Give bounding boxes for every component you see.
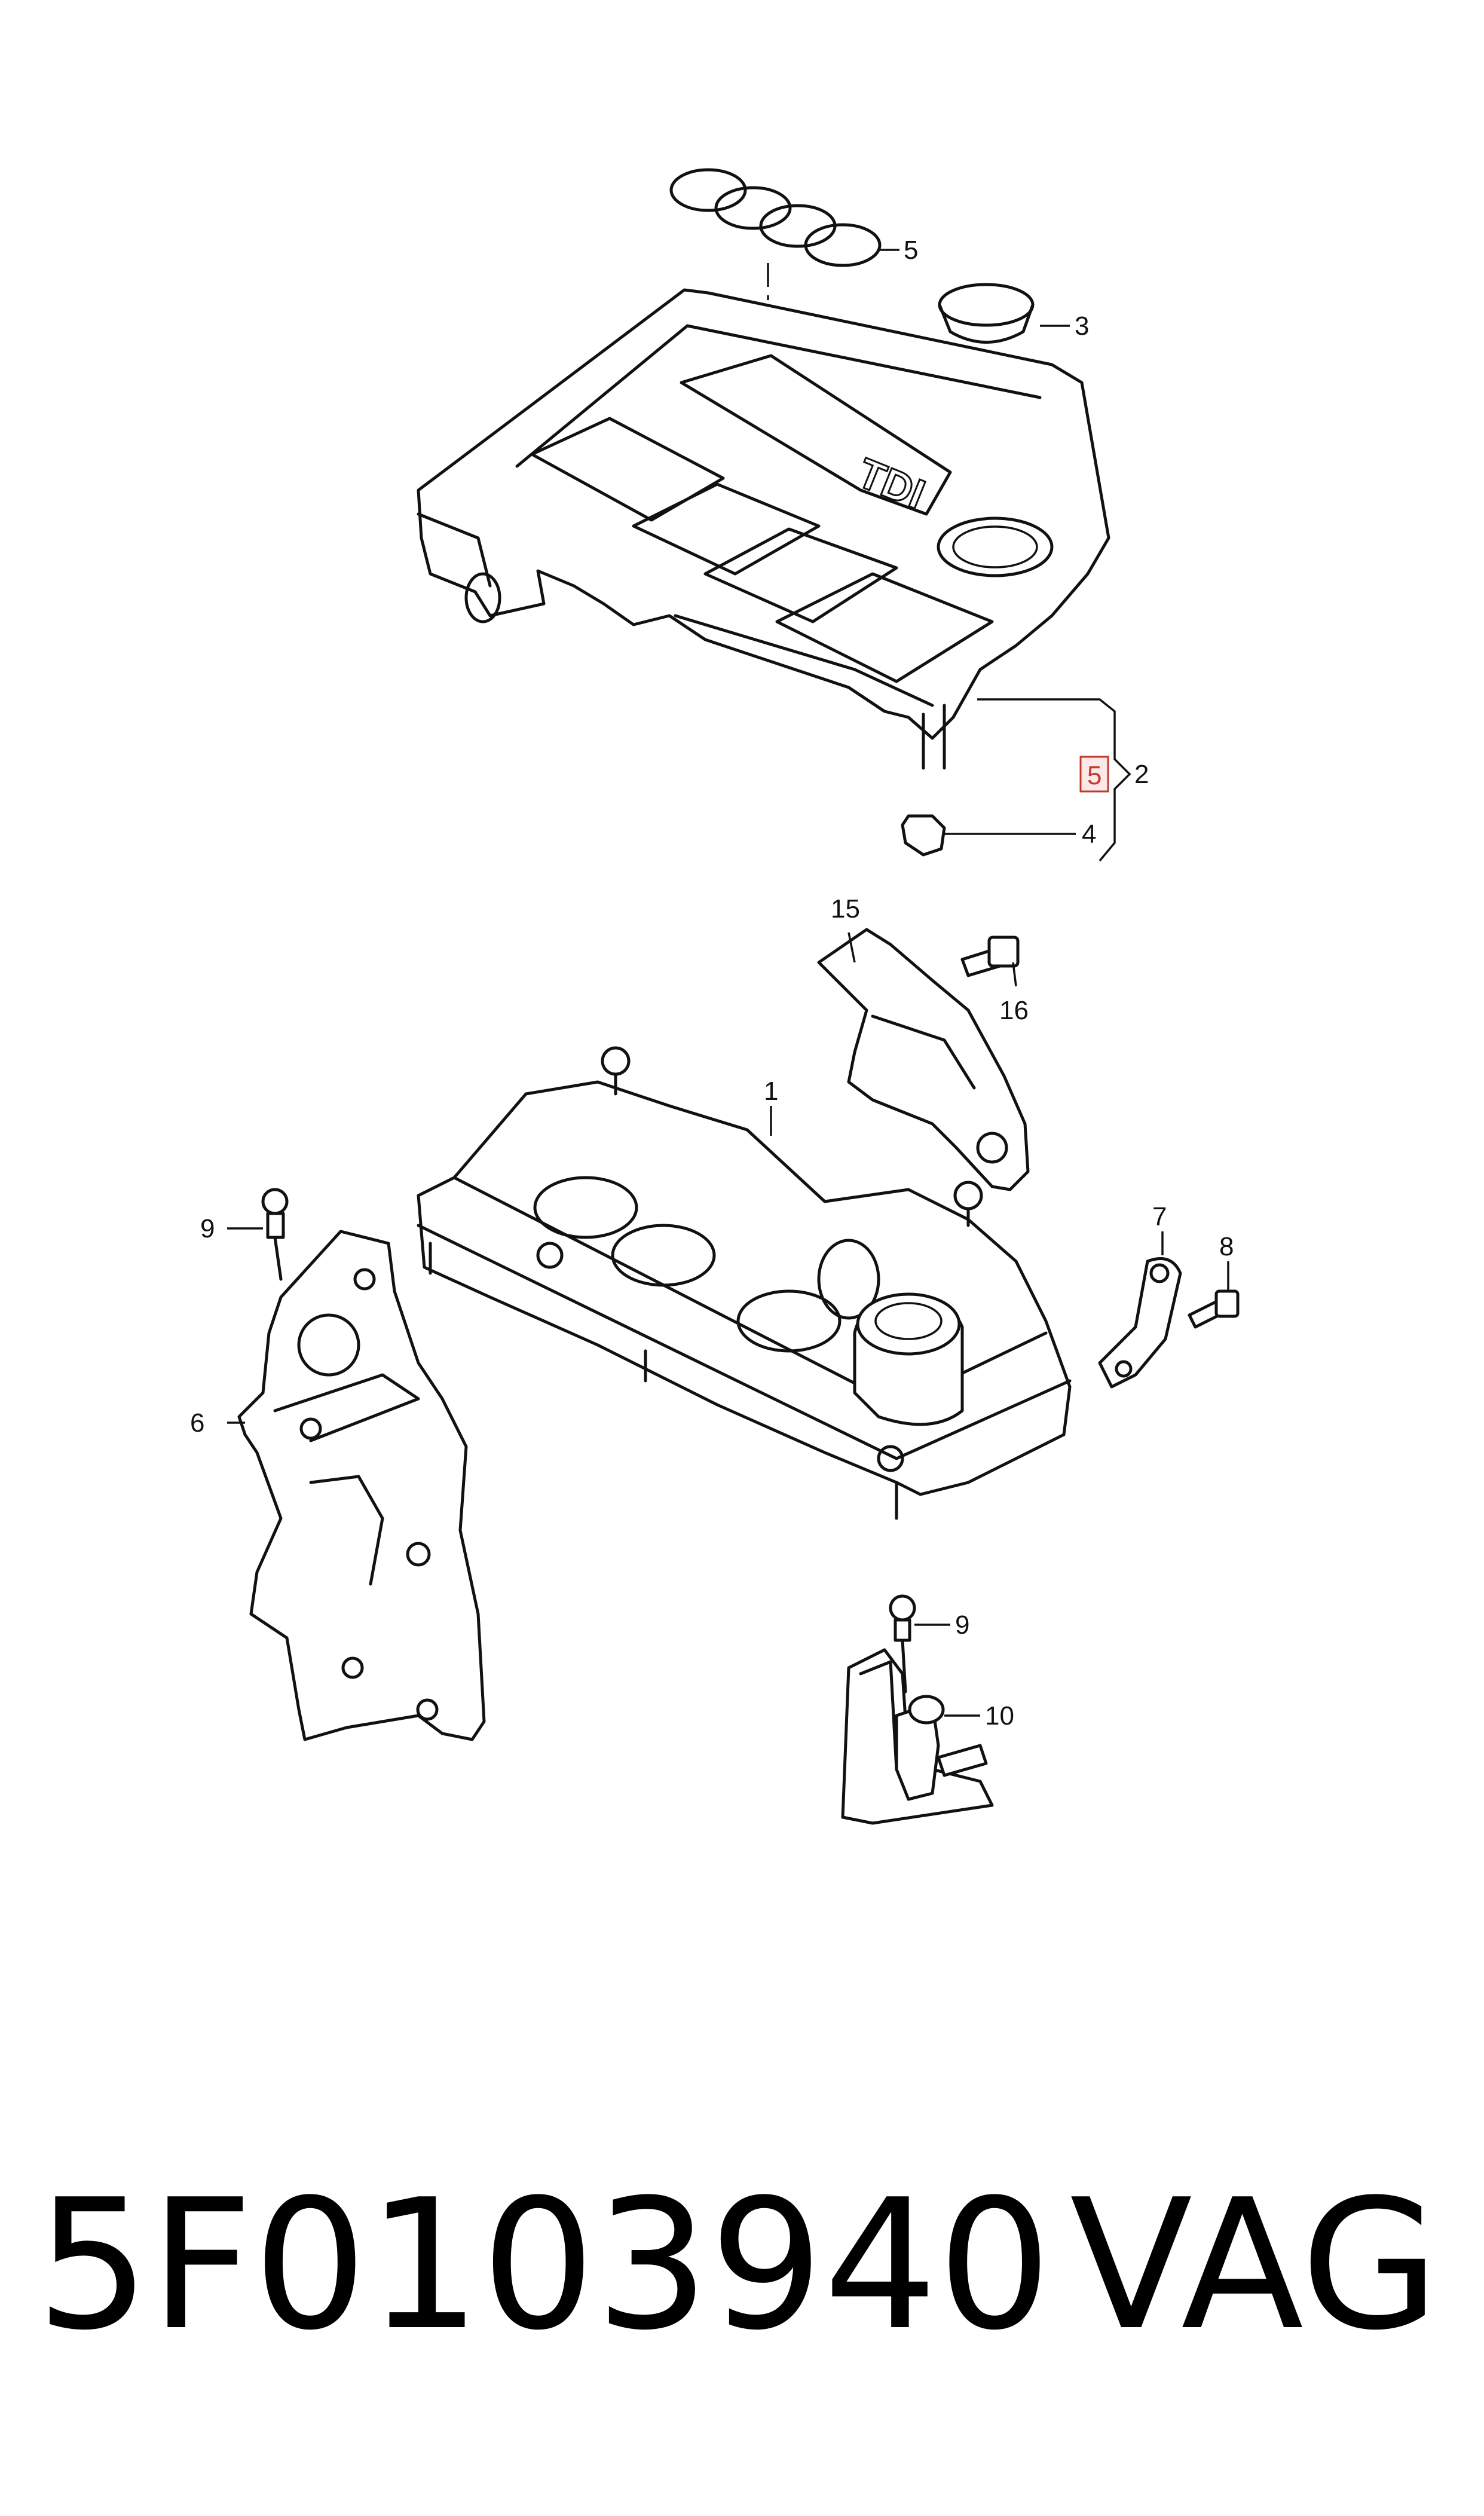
rings-emblem: 5 [669, 168, 918, 267]
callout-8: 8 [1219, 1232, 1234, 1261]
callout-3: 3 [1075, 311, 1089, 341]
engine-cover: TDI [417, 288, 1110, 770]
callout-7: 7 [1152, 1202, 1167, 1231]
callout-16: 16 [999, 996, 1029, 1025]
part-number: 5F0103940 [36, 2161, 1052, 2370]
callout-5-boxed: 5 [1087, 761, 1101, 790]
callout-10: 10 [985, 1701, 1014, 1731]
bracket-6: 6 [190, 1230, 486, 1741]
bolt-16: 16 [960, 936, 1029, 1025]
callout-9-top: 9 [200, 1214, 215, 1243]
grommet-part: 4 [901, 814, 1096, 857]
bracket-2: 5 2 [977, 698, 1149, 862]
callout-5: 5 [904, 236, 918, 265]
brand-label: VAG [1070, 2161, 1440, 2370]
bolt-8: 8 [1188, 1232, 1240, 1329]
flange-10: 9 10 [841, 1594, 1014, 1825]
callout-6: 6 [190, 1408, 204, 1438]
cylinder-head-cover: 1 [417, 1046, 1072, 1520]
cap-part: 3 [938, 283, 1089, 344]
callout-4: 4 [1082, 820, 1096, 849]
callout-15: 15 [831, 894, 860, 924]
ball-stud-9-top: 9 [200, 1188, 289, 1281]
callout-1: 1 [764, 1077, 778, 1106]
callout-2: 2 [1134, 760, 1149, 789]
bracket-7: 7 [1098, 1202, 1182, 1389]
callout-9-bottom: 9 [955, 1610, 969, 1640]
heat-shield: 15 [817, 894, 1030, 1191]
